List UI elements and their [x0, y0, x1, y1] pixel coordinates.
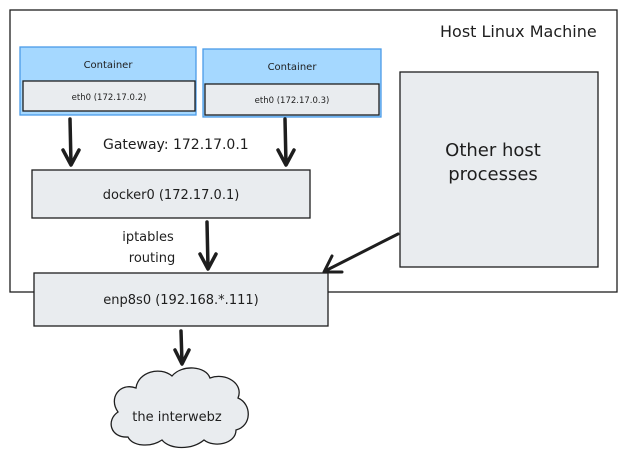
container-2: Container eth0 (172.17.0.3): [202, 48, 382, 118]
other-processes-line2: processes: [448, 164, 538, 185]
other-processes-line1: Other host: [445, 140, 541, 161]
iptables-label-line1: iptables: [122, 230, 174, 245]
internet-cloud: [110, 367, 249, 449]
container-2-interface: eth0 (172.17.0.3): [255, 96, 330, 106]
container-1: Container eth0 (172.17.0.2): [19, 46, 197, 116]
arrow-container-1-to-bridge: [61, 117, 81, 167]
arrow-bridge-to-nic: [198, 220, 218, 271]
host-machine-title: Host Linux Machine: [440, 22, 597, 41]
nic-box: [33, 272, 329, 327]
arrow-processes-to-nic: [322, 232, 400, 274]
container-1-interface: eth0 (172.17.0.2): [72, 93, 147, 103]
docker-bridge-label: docker0 (172.17.0.1): [103, 188, 240, 203]
nic-label: enp8s0 (192.168.*.111): [103, 293, 258, 308]
arrow-container-2-to-bridge: [276, 117, 296, 167]
iptables-label-line2: routing: [129, 251, 175, 266]
cloud-label: the interwebz: [132, 410, 222, 425]
other-processes-box: [399, 71, 599, 268]
docker-bridge-box: [31, 169, 311, 219]
gateway-label: Gateway: 172.17.0.1: [103, 137, 249, 153]
container-2-interface-box: [204, 83, 380, 116]
container-1-interface-box: [22, 80, 196, 112]
container-1-title: Container: [84, 60, 134, 71]
container-2-title: Container: [268, 62, 318, 73]
arrow-nic-to-cloud: [173, 329, 191, 366]
